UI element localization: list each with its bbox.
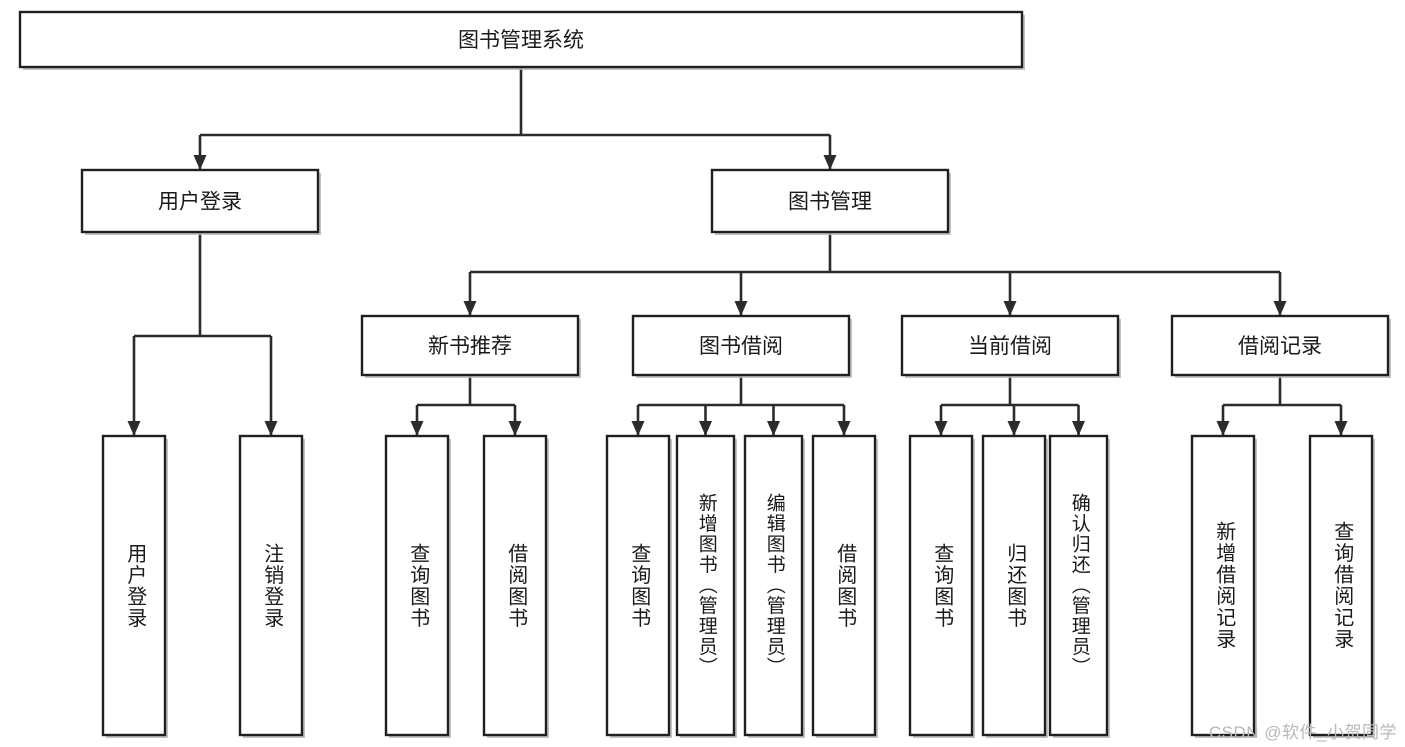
- node-leaf-add-borrow-record[interactable]: [1190, 434, 1257, 738]
- arrow-head-icon: [767, 421, 780, 436]
- node-leaf-query-book-borrow[interactable]: [605, 434, 672, 738]
- node-leaf-return-book[interactable]: [981, 434, 1048, 738]
- arrow-head-icon: [1003, 301, 1017, 316]
- node-label: 新书推荐: [428, 335, 512, 358]
- node-leaf-query-book-rec[interactable]: [384, 434, 451, 738]
- arrow-head-icon: [264, 421, 278, 436]
- arrow-head-icon: [934, 421, 948, 436]
- node-rect[interactable]: [18, 10, 1024, 69]
- arrow-head-icon: [463, 301, 477, 316]
- arrow-head-icon: [508, 421, 522, 436]
- arrow-head-icon: [1072, 421, 1085, 436]
- node-rect[interactable]: [811, 434, 877, 737]
- node-rect[interactable]: [900, 314, 1120, 377]
- node-rect[interactable]: [908, 434, 974, 737]
- node-rect[interactable]: [101, 434, 167, 737]
- node-current-borrow[interactable]: 当前借阅: [900, 314, 1121, 378]
- node-leaf-query-book-current[interactable]: [908, 434, 975, 738]
- node-leaf-user-logout[interactable]: [238, 434, 305, 738]
- arrow-head-icon: [1007, 421, 1021, 436]
- node-label: 图书借阅: [699, 335, 783, 358]
- connector-root-to-level2: [193, 67, 837, 170]
- node-label: 用户登录: [158, 191, 242, 214]
- node-leaf-borrow-book-borrow[interactable]: [811, 434, 878, 738]
- connector-new-book-rec-to-leaves: [410, 375, 522, 436]
- node-leaf-borrow-book-rec[interactable]: [482, 434, 549, 738]
- connector-current-borrow-to-leaves: [934, 375, 1085, 436]
- node-rect[interactable]: [710, 168, 950, 234]
- arrow-head-icon: [734, 301, 748, 316]
- node-label: 借阅记录: [1238, 335, 1322, 358]
- arrow-head-icon: [823, 155, 837, 170]
- node-leaf-add-book-admin[interactable]: [675, 434, 737, 738]
- connector-book-manage-to-level3: [463, 232, 1287, 316]
- node-user-login[interactable]: 用户登录: [80, 168, 321, 235]
- connector-user-login-to-leaves: [127, 232, 278, 436]
- node-rect[interactable]: [238, 434, 304, 737]
- connector-book-borrow-to-leaves: [631, 375, 851, 436]
- arrow-head-icon: [1273, 301, 1287, 316]
- arrow-head-icon: [410, 421, 424, 436]
- node-label: 图书管理系统: [458, 29, 584, 52]
- node-rect[interactable]: [605, 434, 671, 737]
- node-rect[interactable]: [80, 168, 320, 234]
- node-rect[interactable]: [482, 434, 548, 737]
- node-root[interactable]: 图书管理系统: [18, 10, 1025, 70]
- arrow-head-icon: [631, 421, 645, 436]
- node-rect[interactable]: [981, 434, 1047, 737]
- node-rect[interactable]: [1190, 434, 1256, 737]
- node-book-borrow[interactable]: 图书借阅: [631, 314, 852, 378]
- node-leaf-confirm-return-admin[interactable]: [1048, 434, 1110, 738]
- arrow-head-icon: [127, 421, 141, 436]
- arrow-head-icon: [1216, 421, 1230, 436]
- node-rect[interactable]: [743, 434, 804, 737]
- node-rect[interactable]: [1048, 434, 1109, 737]
- node-borrow-record[interactable]: 借阅记录: [1170, 314, 1391, 378]
- node-leaf-user-login[interactable]: [101, 434, 168, 738]
- node-label: 当前借阅: [968, 335, 1052, 358]
- node-leaf-query-borrow-record[interactable]: [1308, 434, 1375, 738]
- node-rect[interactable]: [360, 314, 580, 377]
- node-new-book-rec[interactable]: 新书推荐: [360, 314, 581, 378]
- arrow-head-icon: [699, 421, 712, 436]
- node-rect[interactable]: [384, 434, 450, 737]
- connector-layer: [127, 67, 1348, 436]
- node-rect[interactable]: [1170, 314, 1390, 377]
- arrow-head-icon: [1334, 421, 1348, 436]
- node-rect[interactable]: [1308, 434, 1374, 737]
- arrow-head-icon: [837, 421, 851, 436]
- node-rect[interactable]: [631, 314, 851, 377]
- node-leaf-edit-book-admin[interactable]: [743, 434, 805, 738]
- node-book-manage[interactable]: 图书管理: [710, 168, 951, 235]
- node-rect[interactable]: [675, 434, 736, 737]
- arrow-head-icon: [193, 155, 207, 170]
- node-label: 图书管理: [788, 191, 872, 214]
- connector-borrow-record-to-leaves: [1216, 375, 1348, 436]
